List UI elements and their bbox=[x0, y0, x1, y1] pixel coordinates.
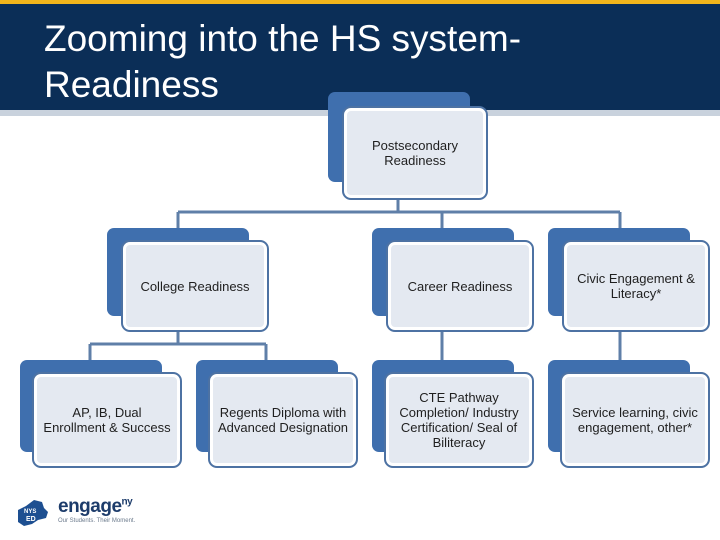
node-cte-pathway: CTE Pathway Completion/ Industry Certifi… bbox=[372, 360, 534, 468]
node-front: Career Readiness bbox=[388, 242, 532, 330]
engageny-tagline: Our Students. Their Moment. bbox=[58, 518, 136, 524]
node-label: AP, IB, Dual Enrollment & Success bbox=[43, 405, 171, 435]
node-front: CTE Pathway Completion/ Industry Certifi… bbox=[386, 374, 532, 466]
node-label: CTE Pathway Completion/ Industry Certifi… bbox=[399, 390, 519, 450]
node-label: Postsecondary Readiness bbox=[372, 138, 458, 168]
node-label: Service learning, civic engagement, othe… bbox=[572, 405, 698, 435]
node-front: College Readiness bbox=[123, 242, 267, 330]
node-front: AP, IB, Dual Enrollment & Success bbox=[34, 374, 180, 466]
svg-text:NYS: NYS bbox=[24, 509, 36, 515]
node-civic-engagement: Civic Engagement & Literacy* bbox=[548, 228, 710, 332]
node-label: Civic Engagement & Literacy* bbox=[577, 271, 695, 301]
node-ap-ib-dual-enrollment: AP, IB, Dual Enrollment & Success bbox=[20, 360, 182, 468]
wordmark-text: engage bbox=[58, 496, 122, 517]
nys-ed-map-icon: NYS ED bbox=[18, 500, 48, 526]
node-front: Service learning, civic engagement, othe… bbox=[562, 374, 708, 466]
node-label: Career Readiness bbox=[407, 278, 513, 294]
node-postsecondary-readiness: Postsecondary Readiness bbox=[328, 92, 488, 200]
title-bar: Zooming into the HS system- Readiness bbox=[0, 0, 720, 110]
wordmark-sup: ny bbox=[121, 496, 133, 508]
node-front: Postsecondary Readiness bbox=[344, 108, 486, 198]
engageny-logo: NYS ED engageny Our Students. Their Mome… bbox=[10, 492, 160, 532]
node-college-readiness: College Readiness bbox=[107, 228, 269, 332]
engageny-wordmark: engageny bbox=[58, 496, 133, 518]
node-label: College Readiness bbox=[140, 278, 250, 294]
slide-title: Zooming into the HS system- Readiness bbox=[44, 18, 522, 105]
node-label: Regents Diploma with Advanced Designatio… bbox=[217, 405, 349, 435]
node-front: Civic Engagement & Literacy* bbox=[564, 242, 708, 330]
node-service-learning: Service learning, civic engagement, othe… bbox=[548, 360, 710, 468]
node-regents-diploma: Regents Diploma with Advanced Designatio… bbox=[196, 360, 358, 468]
svg-text:ED: ED bbox=[26, 516, 36, 523]
node-front: Regents Diploma with Advanced Designatio… bbox=[210, 374, 356, 466]
node-career-readiness: Career Readiness bbox=[372, 228, 534, 332]
